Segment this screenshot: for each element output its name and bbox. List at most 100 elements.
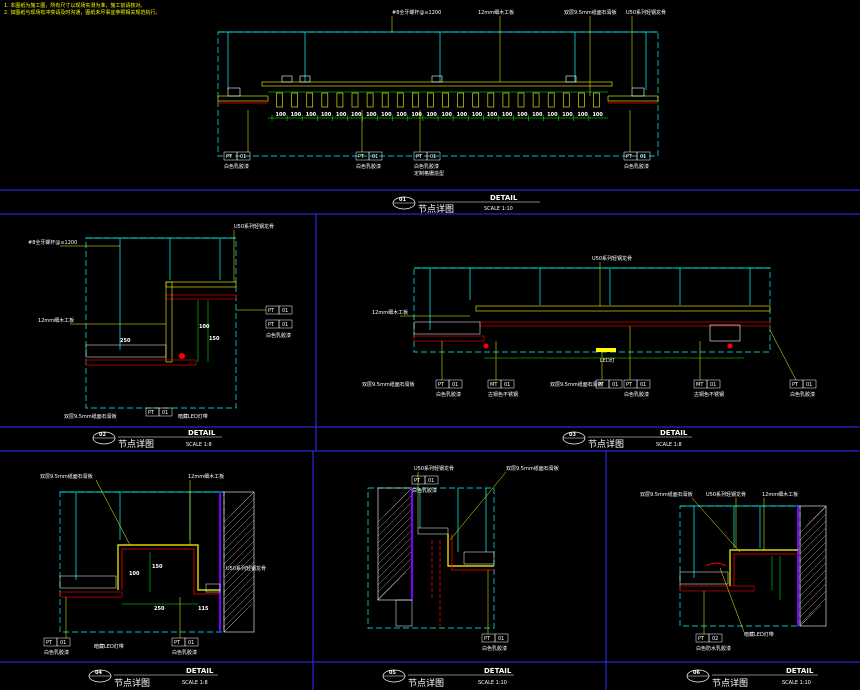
hatch-line bbox=[799, 506, 827, 534]
tag-number: 01 bbox=[240, 154, 246, 160]
lower-ceiling bbox=[679, 585, 755, 592]
keel-section bbox=[679, 571, 729, 585]
label-keel: U50系列轻钢龙骨 bbox=[226, 565, 266, 572]
hatch-line bbox=[377, 501, 413, 537]
tag-code: PT bbox=[416, 154, 423, 160]
dimension-value: 100 bbox=[129, 571, 140, 577]
tag-description: 古铜色不锈钢 bbox=[694, 391, 724, 398]
grille-slats bbox=[276, 92, 600, 108]
hatch-line bbox=[377, 564, 413, 600]
leader-line bbox=[691, 497, 741, 553]
material-tag-3: PT 01 bbox=[595, 379, 623, 389]
tag-number: 01 bbox=[60, 640, 66, 646]
tag-number: 01 bbox=[640, 154, 646, 160]
tag-number: 01 bbox=[806, 382, 812, 388]
trough bbox=[709, 324, 741, 342]
material-tag-right: PT 01 白色乳胶漆 bbox=[623, 110, 651, 170]
detail-number: 01 bbox=[399, 197, 406, 203]
hatch-line bbox=[223, 575, 255, 607]
curtain-track bbox=[431, 540, 441, 626]
material-tag-1: PT 01 白色乳胶漆 bbox=[43, 597, 71, 656]
bulkhead-finish bbox=[121, 548, 220, 595]
hatch-line bbox=[377, 529, 413, 565]
hanger-rods bbox=[693, 506, 761, 578]
label-keel: U50系列轻钢龙骨 bbox=[414, 465, 454, 472]
hatch-line bbox=[799, 604, 822, 627]
grille-slat bbox=[381, 92, 389, 108]
detail-scale: SCALE 1:10 bbox=[782, 680, 811, 686]
tag-code: PT bbox=[226, 154, 233, 160]
hatch-line bbox=[223, 512, 255, 544]
material-tag-2: PT 01 bbox=[145, 407, 173, 417]
hatch-line bbox=[799, 527, 827, 555]
dimension-value: 100 bbox=[351, 112, 362, 118]
hatch-line bbox=[223, 603, 253, 633]
dimension-value: 100 bbox=[321, 112, 332, 118]
hatch-line bbox=[377, 557, 413, 593]
detail-title: 节点详图 bbox=[588, 438, 624, 450]
material-tag-2: PT 01 白色乳胶漆 bbox=[481, 570, 509, 652]
dashed-boundary bbox=[679, 505, 801, 627]
leader-line bbox=[719, 567, 745, 633]
detail-label: DETAIL bbox=[186, 667, 214, 675]
grille-slat bbox=[502, 92, 510, 108]
tag-code: PT bbox=[438, 382, 445, 388]
grille-slat bbox=[336, 92, 344, 108]
hatch-line bbox=[223, 533, 255, 565]
hatch-line bbox=[799, 583, 827, 611]
label-board12: 12mm细木工板 bbox=[38, 317, 74, 324]
hanger-rods bbox=[119, 238, 221, 350]
hatch-line bbox=[819, 505, 827, 513]
detail-number: 05 bbox=[389, 670, 396, 676]
hatch-line bbox=[223, 505, 255, 537]
hatch-line bbox=[799, 548, 827, 576]
detail-number: 04 bbox=[95, 670, 102, 676]
label-rod: #8全牙螺杆@≤1200 bbox=[392, 9, 441, 16]
tag-number: 01 bbox=[162, 410, 168, 416]
dimension-value: 100 bbox=[532, 112, 543, 118]
keel-section bbox=[463, 551, 495, 565]
dimension-value: 100 bbox=[336, 112, 347, 118]
material-tag-mid2: PT 01 白色乳胶漆 定制格栅造型 bbox=[413, 110, 444, 177]
dimension-value: 100 bbox=[381, 112, 392, 118]
material-tag-2: PT 01 白色乳胶漆 bbox=[171, 597, 199, 656]
dimension-value: 150 bbox=[209, 336, 220, 342]
grille-slat bbox=[276, 92, 283, 108]
material-tag-6: PT 01 白色乳胶漆 bbox=[789, 379, 817, 398]
dimension-value: 250 bbox=[154, 606, 165, 612]
grille-slat bbox=[547, 92, 555, 108]
detail-05: U50系列轻钢龙骨 双层9.5mm纸面石膏板 PT 01 白色乳胶漆 PT 01… bbox=[367, 465, 559, 652]
tag-code: PT bbox=[598, 382, 605, 388]
hatch-line bbox=[251, 491, 255, 495]
tag-description: 白色乳胶漆 bbox=[790, 391, 815, 398]
tag-description: 白色乳胶漆 bbox=[356, 163, 381, 170]
base-block bbox=[395, 599, 413, 627]
tag-code: MT bbox=[490, 382, 498, 388]
tag-number: 01 bbox=[452, 382, 458, 388]
tag-code: PT bbox=[358, 154, 365, 160]
label-gypsum-2: 双层9.5mm纸面石膏板 bbox=[550, 381, 603, 388]
sheet-note-2: 2. 如图纸与现场有冲突请及时沟通，图纸未尽事宜参照相关规范执行。 bbox=[4, 9, 160, 16]
dimension-value: 100 bbox=[396, 112, 407, 118]
leader-line bbox=[95, 479, 131, 546]
tag-number: 01 bbox=[430, 154, 436, 160]
label-keel: U50系列轻钢龙骨 bbox=[234, 223, 274, 230]
detail-title: 节点详图 bbox=[408, 677, 444, 689]
tag-number: 01 bbox=[504, 382, 510, 388]
material-tag-2: MT 01 古铜色不锈钢 bbox=[487, 379, 518, 398]
keel-section bbox=[205, 583, 221, 593]
detail-label: DETAIL bbox=[484, 667, 512, 675]
tag-number: 01 bbox=[428, 478, 434, 484]
hatch-line bbox=[223, 582, 255, 614]
tag-description: 白色乳胶漆 bbox=[224, 163, 249, 170]
tag-code: PT bbox=[268, 322, 275, 328]
tag-number: 01 bbox=[188, 640, 194, 646]
label-gypsum: 双层9.5mm纸面石膏板 bbox=[362, 381, 415, 388]
material-tag-1: PT 01 白色乳胶漆 bbox=[411, 475, 439, 494]
grille-slat bbox=[578, 92, 585, 108]
ceiling-step bbox=[413, 335, 485, 342]
dimension-value: 100 bbox=[306, 112, 317, 118]
tag-number: 01 bbox=[498, 636, 504, 642]
tag-description: 白色乳胶漆 bbox=[482, 645, 507, 652]
dimension-value: 250 bbox=[120, 338, 131, 344]
